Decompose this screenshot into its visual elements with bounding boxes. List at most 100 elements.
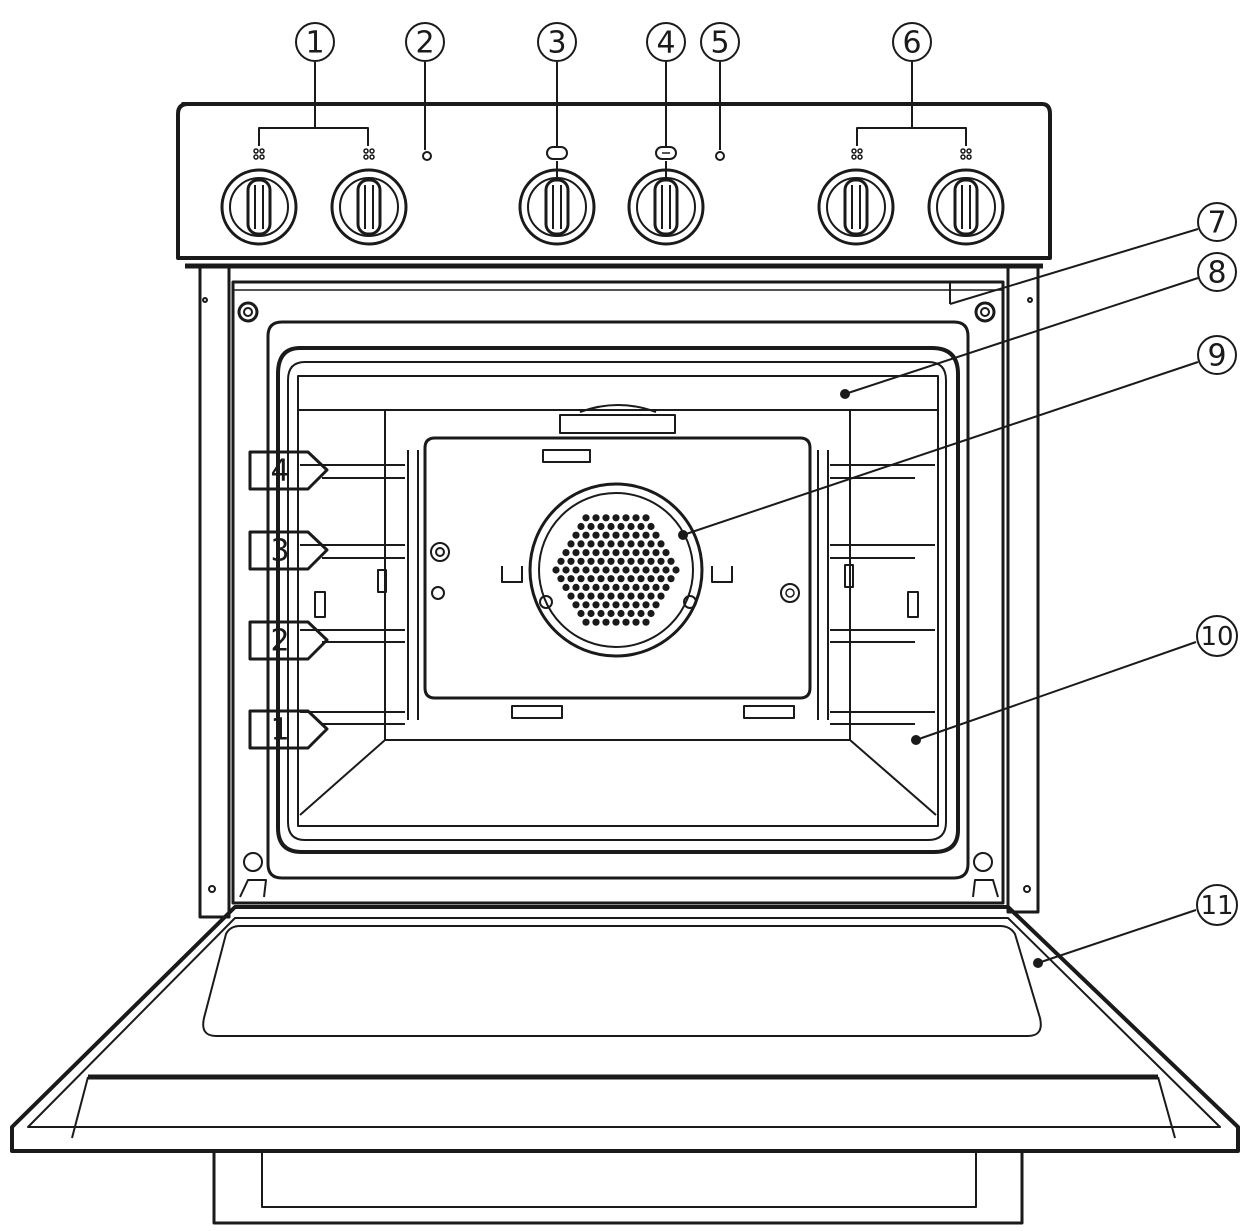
fan-hole: [637, 609, 645, 618]
fan-hole: [612, 566, 620, 574]
fan-hole: [632, 583, 640, 592]
fan-hole: [632, 566, 640, 574]
fan-hole: [612, 601, 620, 609]
callout-circles: [295, 22, 1238, 926]
callout-8: 8: [1207, 256, 1226, 291]
fan-holes-icon: [552, 514, 680, 626]
fan-hole: [647, 575, 655, 583]
fan-hole: [552, 566, 560, 574]
fan-hole: [632, 531, 640, 539]
fan-hole: [567, 575, 575, 583]
side-rack-right: [817, 450, 935, 725]
callout-2: 2: [415, 26, 434, 61]
shelf-level-2: 2: [270, 624, 289, 659]
fan-hole: [607, 609, 615, 618]
fan-hole: [582, 583, 590, 592]
callout-3: 3: [547, 26, 566, 61]
fan-hole: [602, 566, 610, 574]
callout-labels: 1 2 3 4 5 6 7 8 9 10 11: [305, 26, 1233, 922]
fan-hole: [582, 566, 590, 574]
oven-function-symbol-icon: [546, 146, 568, 160]
callout-6: 6: [902, 26, 921, 61]
fan-hole: [617, 609, 625, 618]
fan-hole: [612, 618, 620, 626]
shelf-level-tags: [248, 450, 329, 750]
fan-hole: [657, 540, 665, 548]
fan-hole: [627, 557, 635, 565]
fan-hole: [627, 575, 635, 583]
fan-hole: [637, 575, 645, 583]
fan-hole: [562, 549, 570, 557]
fan-hole: [652, 531, 660, 539]
fan-hole: [642, 514, 650, 522]
fan-hole: [622, 601, 630, 609]
shelf-level-labels: 4 3 2 1: [270, 454, 289, 748]
fan-hole: [597, 522, 605, 531]
hotplate-symbol-icon: [253, 148, 972, 160]
shelf-level-4: 4: [270, 454, 289, 489]
function-knob-icon: [518, 161, 596, 246]
fan-hole: [612, 549, 620, 557]
fan-hole: [597, 557, 605, 565]
shelf-level-3: 3: [270, 534, 289, 569]
screw-icon: [237, 301, 259, 323]
control-knobs: [220, 161, 1005, 246]
fan-hole: [632, 601, 640, 609]
fan-hole: [662, 566, 670, 574]
fan-hole: [562, 583, 570, 592]
callout-5: 5: [710, 26, 729, 61]
fan-hole: [662, 549, 670, 557]
fan-hole: [597, 609, 605, 618]
fan-hole: [577, 557, 585, 565]
fan-hole: [612, 583, 620, 592]
fan-hole: [647, 522, 655, 531]
fan-hole: [582, 601, 590, 609]
fan-hole: [587, 522, 595, 531]
fan-hole: [592, 618, 600, 626]
callout-7: 7: [1207, 206, 1226, 241]
fan-hole: [592, 549, 600, 557]
fan-hole: [557, 575, 565, 583]
fan-hole: [612, 531, 620, 539]
fan-hole: [587, 540, 595, 548]
fan-hole: [652, 583, 660, 592]
indicator-lamp-icon: [715, 151, 725, 161]
fan-hole: [647, 609, 655, 618]
hotplate-knob-icon: [220, 168, 298, 246]
fan-hole: [667, 557, 675, 565]
fan-hole: [602, 514, 610, 522]
fan-hole: [657, 575, 665, 583]
fan-hole: [577, 522, 585, 531]
side-rack-left: [300, 450, 450, 725]
fan-hole: [632, 549, 640, 557]
fan-hole: [577, 592, 585, 600]
fan-hole: [627, 592, 635, 600]
fan-hole: [632, 618, 640, 626]
fan-hole: [622, 618, 630, 626]
fan-hole: [587, 557, 595, 565]
fan-hole: [587, 575, 595, 583]
oven-door: [10, 905, 1240, 1225]
fan-hole: [582, 549, 590, 557]
fan-hole: [642, 531, 650, 539]
back-panel: [423, 436, 812, 700]
fan-hole: [607, 592, 615, 600]
fan-hole: [637, 522, 645, 531]
fan-hole: [622, 549, 630, 557]
fan-hole: [567, 540, 575, 548]
fan-hole: [577, 609, 585, 618]
fan-hole: [642, 549, 650, 557]
fan-hole: [622, 531, 630, 539]
fan-hole: [577, 540, 585, 548]
fan-hole: [572, 531, 580, 539]
temperature-knob-icon: [627, 161, 705, 246]
fan-hole: [562, 566, 570, 574]
fan-hole: [642, 583, 650, 592]
fan-hole: [602, 601, 610, 609]
fan-hole: [572, 566, 580, 574]
fan-hole: [617, 575, 625, 583]
callout-leaders: [314, 62, 1199, 964]
hotplate-knob-icon: [330, 168, 408, 246]
indicator-lamp-icon: [422, 151, 432, 161]
